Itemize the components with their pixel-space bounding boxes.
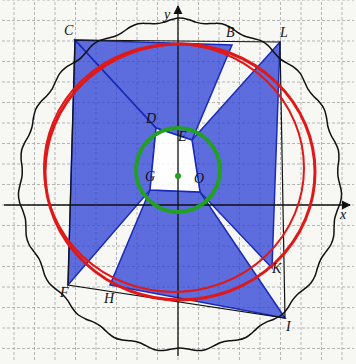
grid-line (2, 205, 354, 206)
y-axis (177, 6, 178, 356)
grid-line (342, 2, 343, 362)
black-circle (18, 18, 341, 351)
point-label: L (280, 26, 288, 40)
point-label: F (60, 286, 69, 300)
green-dot (175, 173, 181, 179)
point-label: C (64, 24, 73, 38)
point-label: I (286, 320, 291, 334)
grid-line (55, 2, 56, 362)
grid-line (14, 2, 15, 362)
point-label: D (146, 112, 156, 126)
point-label: B (226, 26, 235, 40)
point-label: K (272, 262, 281, 276)
inner-square (150, 128, 200, 192)
point-label: x (340, 208, 346, 222)
grid-line (301, 2, 302, 362)
point-label: E (178, 130, 187, 144)
point-label: H (104, 292, 114, 306)
grid-line (321, 2, 322, 362)
point-label: G (145, 170, 155, 184)
red-circle (45, 44, 315, 300)
grid-line (2, 0, 354, 1)
red-circle-2 (44, 44, 304, 292)
grid-line (34, 2, 35, 362)
grid-line (178, 2, 179, 362)
point-label: y (164, 8, 170, 22)
point-label: O (194, 172, 204, 186)
green-circle (136, 128, 220, 212)
left-triangle (68, 40, 156, 285)
